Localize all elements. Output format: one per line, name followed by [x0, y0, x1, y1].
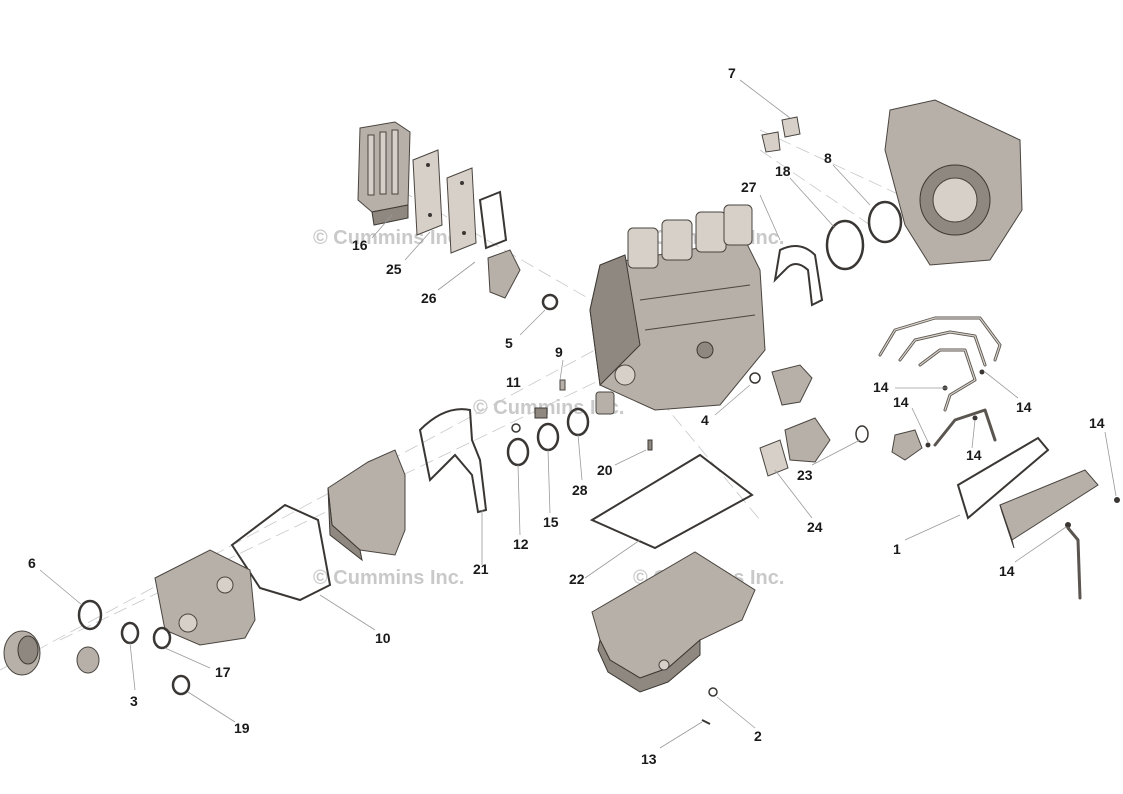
- part-oring-small: [511, 423, 521, 433]
- part-seal-3: [120, 621, 140, 645]
- part-seal-17: [152, 626, 172, 650]
- part-seal-19: [171, 674, 191, 696]
- callout-27: 27: [741, 179, 757, 195]
- part-seal-12: [506, 437, 530, 467]
- part-front-cover: [327, 449, 406, 562]
- watermark-1: © Cummins Inc.: [313, 227, 464, 249]
- callout-11: 11: [506, 374, 521, 390]
- part-plug-13: [701, 719, 711, 725]
- callout-13: 13: [641, 751, 657, 767]
- callout-16: 16: [352, 237, 368, 253]
- part-oil-pan: [591, 551, 756, 693]
- part-valve-cover-gasket: [956, 436, 1050, 520]
- callout-28: 28: [572, 482, 588, 498]
- callout-25: 25: [386, 261, 402, 277]
- watermark-4: © Cummins Inc.: [313, 567, 464, 589]
- callout-1: 1: [893, 541, 901, 557]
- part-rear-seal-18: [825, 219, 865, 271]
- part-gasket-21: [418, 408, 488, 514]
- callout-24: 24: [807, 519, 823, 535]
- part-oil-cooler: [357, 121, 411, 226]
- part-valve-cover: [999, 469, 1099, 600]
- callout-21: 21: [473, 561, 489, 577]
- part-oil-pan-gasket: [589, 453, 754, 550]
- callout-14-b: 14: [893, 394, 909, 410]
- callout-12: 12: [513, 536, 529, 552]
- callout-23: 23: [797, 467, 813, 483]
- callout-18: 18: [775, 163, 791, 179]
- callout-14-a: 14: [873, 379, 889, 395]
- part-flywheel-housing: [884, 99, 1023, 266]
- callout-5: 5: [505, 335, 513, 351]
- callout-8: 8: [824, 150, 832, 166]
- callout-15: 15: [543, 514, 559, 530]
- callout-22: 22: [569, 571, 585, 587]
- callout-labels: 7 8 18 27 16 25 26 5 9 11 4 14 14 14 14 …: [28, 65, 1105, 767]
- callout-7: 7: [728, 65, 736, 81]
- part-gear-housing: [154, 549, 256, 646]
- part-oring-2: [708, 687, 718, 697]
- part-front-cover-gasket: [230, 503, 332, 602]
- callout-14-f: 14: [999, 563, 1015, 579]
- part-cooler-gasket: [478, 190, 521, 299]
- part-seal-15: [536, 422, 560, 452]
- part-fuel-lines: [878, 316, 1120, 528]
- leader-lines: [39, 79, 1117, 749]
- part-pump-group: [749, 364, 923, 477]
- part-small-covers-7: [761, 116, 801, 153]
- callout-17: 17: [215, 664, 231, 680]
- callout-14-d: 14: [966, 447, 982, 463]
- callout-6: 6: [28, 555, 36, 571]
- callout-2: 2: [754, 728, 762, 744]
- callout-4: 4: [701, 412, 709, 428]
- part-engine-block: [589, 204, 766, 411]
- callout-10: 10: [375, 630, 391, 646]
- callout-26: 26: [421, 290, 437, 306]
- part-seal-5: [541, 293, 559, 311]
- part-damper: [3, 630, 100, 676]
- callout-14-e: 14: [1089, 415, 1105, 431]
- part-small-fittings: [534, 379, 653, 451]
- callout-9: 9: [555, 344, 563, 360]
- callout-19: 19: [234, 720, 250, 736]
- callout-20: 20: [597, 462, 613, 478]
- part-rear-seal-8: [867, 200, 903, 244]
- callout-14-c: 14: [1016, 399, 1032, 415]
- part-cooler-plates: [412, 149, 477, 254]
- callout-3: 3: [130, 693, 138, 709]
- part-seal-6: [77, 599, 103, 631]
- part-gasket-27: [773, 245, 824, 307]
